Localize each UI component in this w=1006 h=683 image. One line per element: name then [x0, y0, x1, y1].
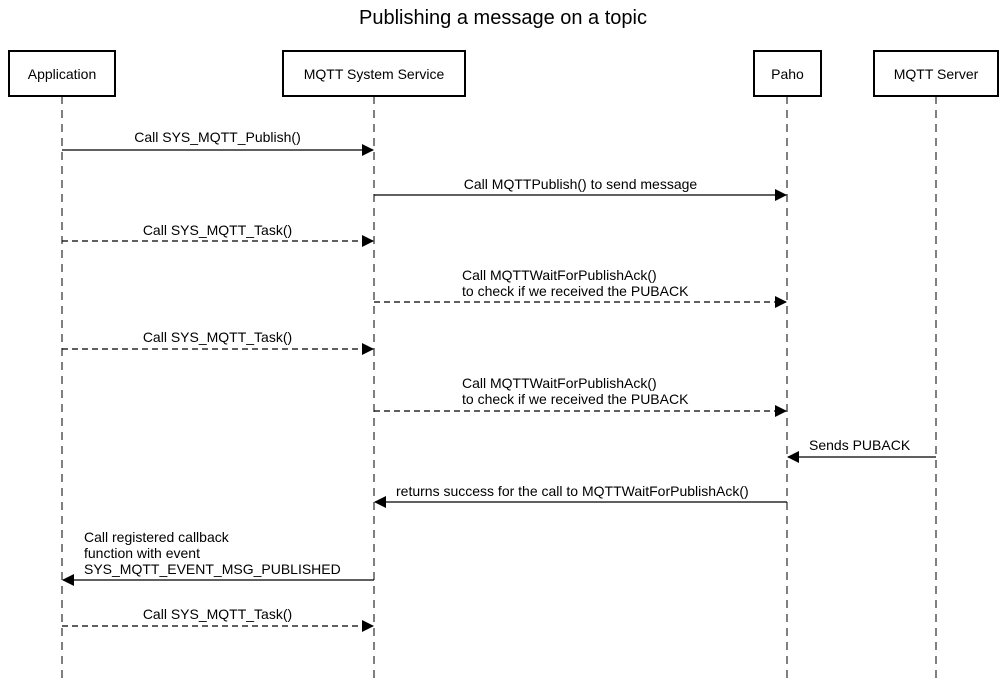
- message-label-line: Sends PUBACK: [809, 437, 911, 453]
- message-label-line: function with event: [84, 545, 200, 561]
- message-label-line: returns success for the call to MQTTWait…: [396, 483, 749, 499]
- message-label-line: to check if we received the PUBACK: [462, 283, 689, 299]
- actor-mqtt-system-service: MQTT System Service: [282, 50, 466, 97]
- message-label-10: Call SYS_MQTT_Task(): [62, 606, 373, 622]
- message-label-line: to check if we received the PUBACK: [462, 391, 689, 407]
- message-label-2: Call MQTTPublish() to send message: [374, 176, 787, 192]
- message-label-line: Call MQTTWaitForPublishAck(): [462, 267, 657, 283]
- message-label-line: SYS_MQTT_EVENT_MSG_PUBLISHED: [84, 561, 341, 577]
- actor-paho: Paho: [753, 50, 822, 97]
- message-label-line: Call SYS_MQTT_Task(): [142, 222, 293, 238]
- diagram-title: Publishing a message on a topic: [359, 7, 647, 29]
- message-label-9: Call registered callback function with e…: [84, 529, 341, 577]
- message-label-line: Call SYS_MQTT_Task(): [142, 329, 293, 345]
- message-label-line: Call MQTTWaitForPublishAck(): [462, 375, 657, 391]
- message-label-8: returns success for the call to MQTTWait…: [396, 483, 749, 499]
- message-label-6: Call MQTTWaitForPublishAck() to check if…: [462, 375, 688, 407]
- message-label-7: Sends PUBACK: [809, 437, 910, 453]
- message-label-line: Call registered callback: [84, 529, 229, 545]
- message-label-line: Call SYS_MQTT_Task(): [142, 606, 293, 622]
- message-label-5: Call SYS_MQTT_Task(): [62, 329, 373, 345]
- message-label-line: Call SYS_MQTT_Publish(): [134, 129, 301, 145]
- actor-mqtt-server: MQTT Server: [873, 50, 999, 97]
- message-label-4: Call MQTTWaitForPublishAck() to check if…: [462, 267, 688, 299]
- actor-application: Application: [8, 50, 116, 97]
- message-label-1: Call SYS_MQTT_Publish(): [62, 129, 373, 145]
- message-label-3: Call SYS_MQTT_Task(): [62, 222, 373, 238]
- message-label-line: Call MQTTPublish() to send message: [463, 176, 698, 192]
